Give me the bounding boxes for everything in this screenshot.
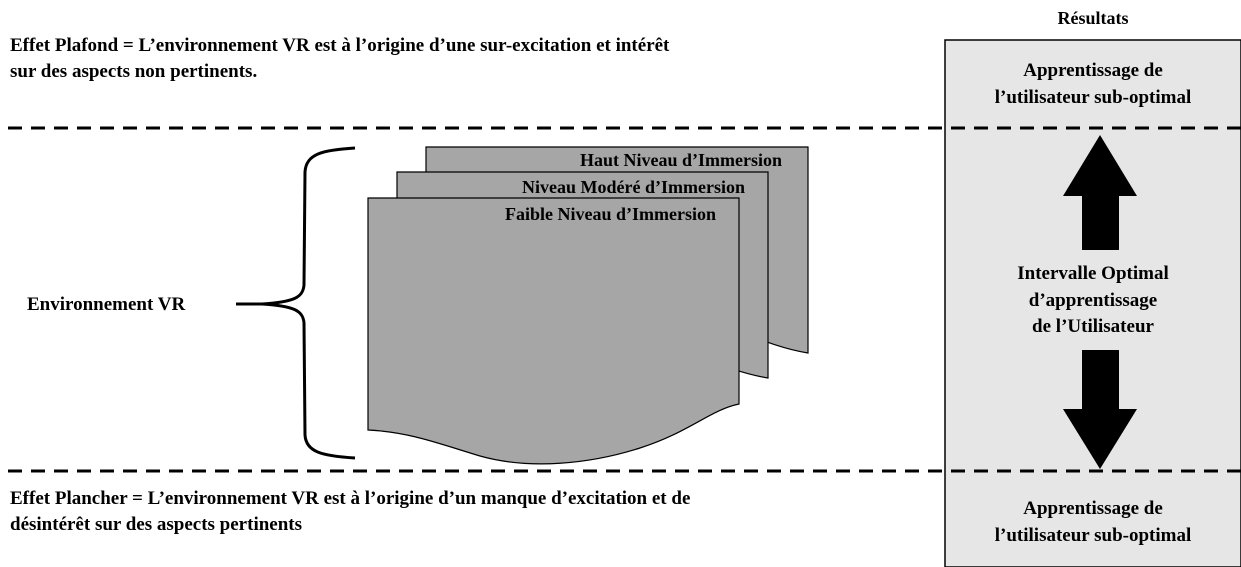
ceiling-effect-line1: Effet Plafond = L’environnement VR est à… <box>10 35 670 56</box>
optimal-interval-line3: de l’Utilisateur <box>1032 316 1154 337</box>
ceiling-effect-line2: sur des aspects non pertinents. <box>10 61 258 82</box>
vr-environment-label: Environnement VR <box>27 294 186 315</box>
floor-effect-line2: désintérêt sur des aspects pertinents <box>10 514 303 535</box>
top-result-line2: l’utilisateur sub-optimal <box>994 87 1192 108</box>
floor-effect-line1: Effet Plancher = L’environnement VR est … <box>10 488 691 509</box>
top-result-line1: Apprentissage de <box>1023 60 1163 81</box>
optimal-interval-line2: d’apprentissage <box>1028 290 1158 311</box>
moderate-immersion-label: Niveau Modéré d’Immersion <box>522 177 745 197</box>
low-immersion-label: Faible Niveau d’Immersion <box>505 204 716 224</box>
arrow-down-icon <box>1063 350 1137 469</box>
bottom-result-line1: Apprentissage de <box>1023 498 1163 519</box>
optimal-interval-line1: Intervalle Optimal <box>1017 263 1169 284</box>
curly-brace <box>261 146 356 460</box>
page-low-immersion <box>367 197 740 465</box>
bottom-result-line2: l’utilisateur sub-optimal <box>994 525 1192 546</box>
high-immersion-label: Haut Niveau d’Immersion <box>580 150 782 170</box>
results-header: Résultats <box>1057 8 1129 28</box>
arrow-up-icon <box>1063 135 1137 250</box>
